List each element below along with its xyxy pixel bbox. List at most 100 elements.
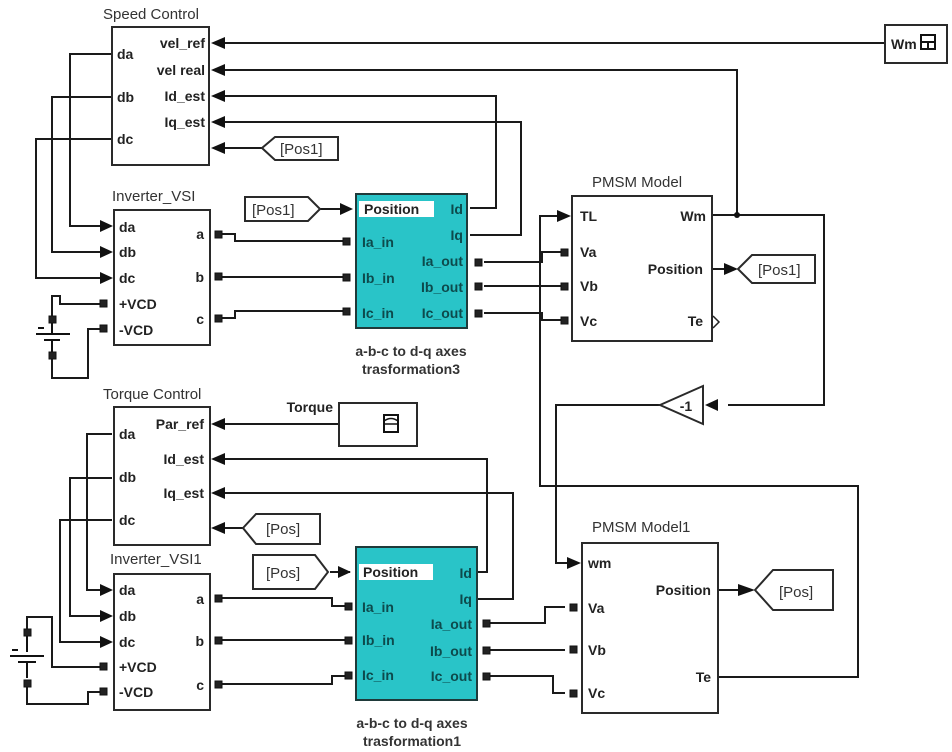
port-icon bbox=[214, 680, 223, 689]
goto-tag-pos[interactable]: [Pos] bbox=[738, 569, 834, 611]
wire-vcd-plus-2[interactable] bbox=[26, 616, 100, 668]
torque-control-block[interactable]: Torque Control da db dc Par_ref Id_est I… bbox=[103, 386, 225, 546]
wire-vel-real[interactable] bbox=[215, 69, 738, 215]
arrow-icon bbox=[211, 522, 225, 534]
wire-id-est-2[interactable] bbox=[215, 458, 488, 573]
pmsm-model1-block[interactable]: PMSM Model1 wm Va Vb Vc Position Te bbox=[567, 519, 719, 714]
speed-control-title: Speed Control bbox=[103, 6, 199, 23]
svg-text:Wm: Wm bbox=[891, 36, 917, 52]
dc-battery-icon[interactable] bbox=[36, 315, 70, 360]
port-icon bbox=[342, 307, 351, 316]
svg-text:Wm: Wm bbox=[680, 208, 706, 224]
wire-c-2[interactable] bbox=[215, 675, 348, 685]
svg-text:db: db bbox=[119, 469, 136, 485]
wire-ic-out-2[interactable] bbox=[486, 675, 565, 694]
svg-text:Ib_out: Ib_out bbox=[421, 279, 463, 295]
transform3-block[interactable]: Position Ia_in Ib_in Ic_in Id Iq Ia_out … bbox=[342, 193, 483, 377]
arrow-icon bbox=[211, 90, 225, 102]
wire-ia-out-2[interactable] bbox=[486, 606, 565, 624]
wire-a[interactable] bbox=[215, 233, 343, 242]
wire-dc-2[interactable] bbox=[59, 519, 112, 643]
port-da: da bbox=[117, 46, 134, 62]
svg-text:Ic_out: Ic_out bbox=[422, 305, 464, 321]
svg-text:Te: Te bbox=[696, 669, 712, 685]
inverter-vsi-block[interactable]: Inverter_VSI da db dc +VCD -VCD a b c bbox=[99, 188, 223, 346]
dc-battery-icon[interactable] bbox=[10, 628, 44, 688]
port-icon bbox=[99, 299, 108, 308]
svg-text:a: a bbox=[196, 591, 204, 607]
svg-text:Position: Position bbox=[364, 201, 419, 217]
svg-text:c: c bbox=[196, 311, 204, 327]
gain-block[interactable]: -1 bbox=[657, 384, 718, 426]
wire-ic-out[interactable] bbox=[484, 312, 562, 321]
pmsm-model-block[interactable]: PMSM Model TL Va Vb Vc Wm Position Te bbox=[557, 174, 721, 342]
speed-control-block[interactable]: Speed Control da db dc vel_ref vel real … bbox=[103, 6, 225, 166]
wire-vcd-plus[interactable] bbox=[51, 295, 100, 322]
arrow-icon bbox=[100, 246, 113, 258]
svg-text:Position: Position bbox=[648, 261, 703, 277]
svg-text:Ic_in: Ic_in bbox=[362, 667, 394, 683]
wire-db[interactable] bbox=[51, 96, 112, 253]
svg-text:[Pos1]: [Pos1] bbox=[252, 202, 295, 219]
from-tag-pos1-transform[interactable]: [Pos1] bbox=[244, 196, 322, 222]
scope-icon bbox=[920, 34, 936, 50]
svg-text:Ib_in: Ib_in bbox=[362, 632, 395, 648]
wire-vcd-minus-2[interactable] bbox=[26, 685, 100, 705]
arrow-icon bbox=[100, 636, 113, 648]
port-icon bbox=[569, 689, 578, 698]
arrow-icon bbox=[100, 610, 113, 622]
arrow-icon bbox=[211, 64, 225, 76]
svg-text:Vc: Vc bbox=[580, 313, 597, 329]
port-vel-ref: vel_ref bbox=[160, 35, 205, 51]
svg-text:da: da bbox=[119, 426, 136, 442]
port-icon bbox=[474, 309, 483, 318]
port-vel-real: vel real bbox=[157, 62, 205, 78]
wire-c[interactable] bbox=[215, 310, 343, 319]
torque-control-title: Torque Control bbox=[103, 386, 201, 403]
svg-text:dc: dc bbox=[119, 270, 136, 286]
port-icon bbox=[99, 662, 108, 671]
port-icon bbox=[344, 602, 353, 611]
port-icon bbox=[569, 645, 578, 654]
wire-gain-wm[interactable] bbox=[555, 404, 660, 564]
arrow-icon bbox=[557, 210, 571, 222]
svg-text:+VCD: +VCD bbox=[119, 659, 157, 675]
wire-tl-loop[interactable] bbox=[539, 215, 859, 678]
arrow-icon bbox=[211, 116, 225, 128]
goto-tag-pos1[interactable]: [Pos1] bbox=[724, 254, 816, 284]
svg-text:Iq_est: Iq_est bbox=[164, 485, 205, 501]
arrow-icon bbox=[211, 418, 225, 430]
wire-vcd-minus[interactable] bbox=[51, 328, 100, 379]
from-tag-pos-transform[interactable]: [Pos] bbox=[252, 554, 330, 590]
wire-wm-gain[interactable] bbox=[712, 214, 825, 406]
svg-text:db: db bbox=[119, 608, 136, 624]
svg-text:Iq: Iq bbox=[460, 591, 472, 607]
svg-text:[Pos]: [Pos] bbox=[779, 584, 813, 601]
svg-text:b: b bbox=[195, 269, 204, 285]
wires-bottom bbox=[26, 423, 742, 705]
wire-dc[interactable] bbox=[35, 138, 112, 279]
wire-a-2[interactable] bbox=[215, 597, 348, 607]
inverter-vsi1-block[interactable]: Inverter_VSI1 da db dc +VCD -VCD a b c bbox=[99, 551, 223, 711]
port-icon bbox=[560, 282, 569, 291]
svg-text:Ic_out: Ic_out bbox=[431, 668, 473, 684]
svg-text:Vc: Vc bbox=[588, 685, 605, 701]
wire-da-2[interactable] bbox=[86, 433, 112, 591]
wire-iq-est-2[interactable] bbox=[215, 492, 514, 600]
svg-text:Id: Id bbox=[451, 201, 463, 217]
arrow-icon bbox=[211, 142, 225, 154]
port-icon bbox=[560, 316, 569, 325]
port-icon bbox=[474, 258, 483, 267]
transform1-block[interactable]: Position Ia_in Ib_in Ic_in Id Iq Ia_out … bbox=[344, 546, 491, 749]
scope-wm[interactable]: Wm bbox=[884, 24, 948, 64]
wire-db-2[interactable] bbox=[69, 477, 112, 617]
port-icon bbox=[482, 619, 491, 628]
svg-text:Ib_out: Ib_out bbox=[430, 643, 472, 659]
from-tag-pos1-speed[interactable]: [Pos1] bbox=[260, 136, 339, 161]
wire-iq-est[interactable] bbox=[215, 121, 522, 236]
torque-source-block[interactable]: Torque bbox=[287, 399, 418, 447]
wire-ia-out[interactable] bbox=[484, 251, 562, 263]
wire-id-est[interactable] bbox=[215, 95, 497, 209]
from-tag-pos-torque[interactable]: [Pos] bbox=[241, 513, 321, 545]
